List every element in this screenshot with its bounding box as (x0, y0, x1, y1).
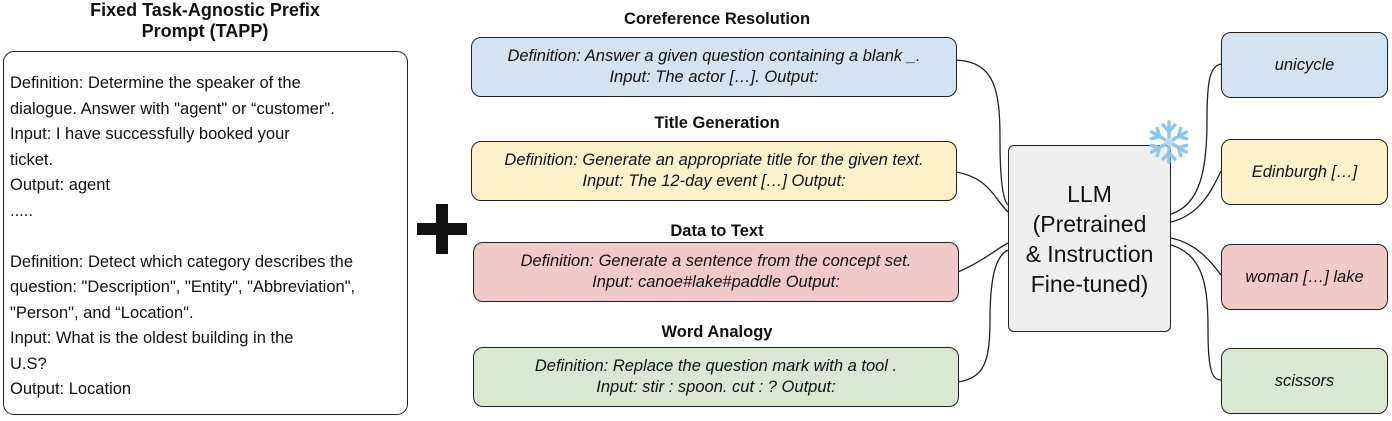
task-box-title-generation: Definition: Generate an appropriate titl… (471, 141, 957, 201)
task-input: Input: stir : spoon. cut : ? Output: (596, 378, 836, 396)
task-title-title-generation: Title Generation (654, 114, 780, 132)
output-text: woman […] lake (1245, 267, 1364, 286)
tapp-line (10, 224, 401, 250)
connector-data-to-llm (957, 242, 1009, 273)
tapp-line: Output: Location (10, 380, 132, 398)
task-box-coreference: Definition: Answer a given question cont… (471, 37, 957, 97)
task-definition: Definition: Generate an appropriate titl… (504, 151, 924, 169)
tapp-line: Input: I have successfully booked your (10, 125, 290, 143)
task-input: Input: canoe#lake#paddle Output: (592, 273, 840, 291)
task-input: Input: The 12-day event […] Output: (582, 172, 846, 190)
tapp-title-line2: Prompt (TAPP) (141, 21, 269, 41)
tapp-title: Fixed Task-Agnostic Prefix Prompt (TAPP) (0, 0, 410, 42)
output-box-woman-lake: woman […] lake (1221, 244, 1388, 310)
tapp-line: ..... (10, 201, 33, 220)
llm-label-line1: LLM (1067, 180, 1112, 207)
output-text: scissors (1274, 371, 1335, 390)
task-title-data-to-text: Data to Text (670, 222, 764, 240)
llm-label-line2: (Pretrained (1032, 210, 1147, 237)
task-definition: Definition: Generate a sentence from the… (520, 252, 912, 270)
connector-analogy-to-llm (957, 249, 1009, 383)
tapp-line: Input: What is the oldest building in th… (10, 329, 294, 347)
task-title-coreference: Coreference Resolution (623, 10, 811, 28)
task-title-word-analogy: Word Analogy (661, 323, 773, 341)
task-definition: Definition: Answer a given question cont… (507, 47, 921, 65)
tapp-line: Output: agent (10, 176, 110, 194)
output-text: Edinburgh […] (1251, 162, 1358, 181)
connector-coref-to-llm (955, 59, 1009, 206)
connector-title-to-llm (955, 171, 1009, 213)
task-box-data-to-text: Definition: Generate a sentence from the… (473, 242, 959, 302)
llm-label-line4: Fine-tuned) (1030, 270, 1149, 297)
snowflake-icon (1149, 120, 1189, 164)
output-text: unicycle (1274, 55, 1335, 74)
output-box-edinburgh: Edinburgh […] (1221, 139, 1388, 205)
tapp-line: question: "Description", "Entity", "Abbr… (10, 278, 356, 296)
tapp-prompt-box: Definition: Determine the speaker of the… (3, 51, 408, 415)
output-box-unicycle: unicycle (1221, 32, 1388, 98)
tapp-line: "Person", and “Location". (10, 303, 194, 322)
tapp-title-line1: Fixed Task-Agnostic Prefix (90, 0, 320, 20)
llm-label-line3: & Instruction (1025, 240, 1154, 267)
tapp-line: ticket. (10, 150, 54, 169)
output-box-scissors: scissors (1221, 348, 1388, 414)
task-input: Input: The actor […]. Output: (609, 68, 819, 86)
connector-llm-to-unicycle (1170, 63, 1222, 215)
connector-llm-to-edinburgh (1170, 170, 1222, 223)
tapp-line: Definition: Detect which category descri… (10, 252, 354, 271)
plus-icon (417, 204, 467, 254)
llm-box: LLM (Pretrained & Instruction Fine-tuned… (1008, 145, 1171, 332)
connector-llm-to-scissors (1170, 244, 1222, 381)
tapp-line: Definition: Determine the speaker of the (10, 74, 301, 92)
task-definition: Definition: Replace the question mark wi… (534, 357, 898, 375)
connector-llm-to-woman (1170, 237, 1222, 276)
tapp-line: U.S? (10, 354, 47, 373)
task-box-word-analogy: Definition: Replace the question mark wi… (473, 347, 959, 407)
tapp-line: dialogue. Answer with "agent" or “custom… (10, 99, 335, 118)
